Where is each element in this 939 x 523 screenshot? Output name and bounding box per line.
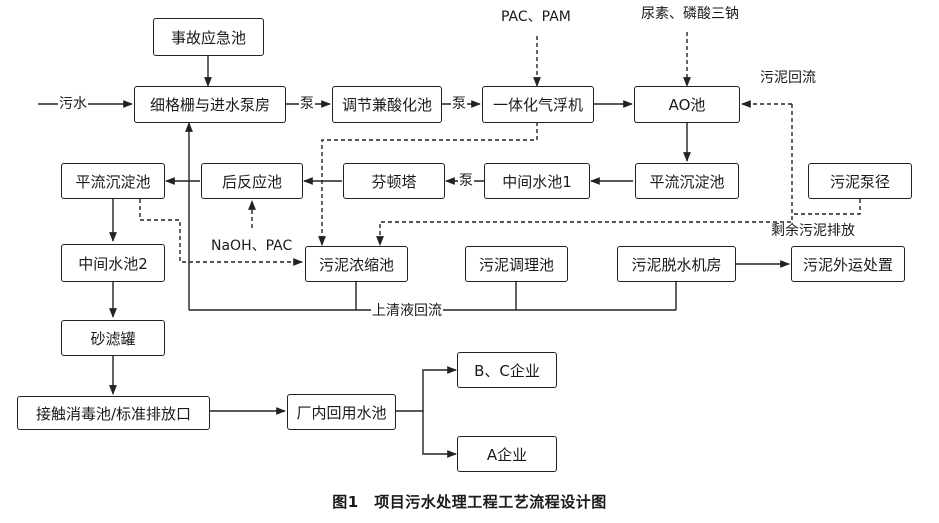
sand-filter-label: 砂滤罐	[90, 329, 136, 348]
arrow-excess-sludge	[376, 104, 793, 246]
fenton-label: 芬顿塔	[371, 172, 417, 191]
pump-label-2: 泵	[451, 96, 467, 112]
intermediate2-label: 中间水池2	[78, 254, 148, 273]
sludge-thickener-label: 污泥浓缩池	[318, 255, 394, 274]
a-enterprise-box: A企业	[457, 436, 557, 472]
supernatant-return-label: 上清液回流	[371, 303, 443, 319]
arrow-reuse-to-bc	[396, 366, 457, 412]
arrow-settling-sludge	[139, 199, 303, 266]
equalization-box: 调节兼酸化池	[332, 86, 442, 123]
sludge-pump-box: 污泥泵径	[808, 163, 912, 199]
emergency-pool-box: 事故应急池	[153, 18, 264, 56]
settling-left-label: 平流沉淀池	[75, 172, 151, 191]
naoh-pac-label: NaOH、PAC	[211, 238, 293, 254]
sludge-dewatering-box: 污泥脱水机房	[617, 246, 736, 282]
arrow-flotation-scum	[318, 122, 538, 246]
sand-filter-box: 砂滤罐	[61, 320, 165, 356]
settling-left-box: 平流沉淀池	[61, 163, 165, 199]
sludge-disposal-box: 污泥外运处置	[791, 246, 905, 282]
settling-right-label: 平流沉淀池	[649, 172, 725, 191]
sludge-dewatering-label: 污泥脱水机房	[631, 255, 722, 274]
flotation-box: 一体化气浮机	[482, 86, 594, 123]
sludge-conditioning-label: 污泥调理池	[478, 255, 554, 274]
figure-caption: 图1 项目污水处理工程工艺流程设计图	[332, 493, 607, 511]
pac-pam-label: PAC、PAM	[501, 9, 571, 25]
reuse-pool-box: 厂内回用水池	[287, 394, 396, 430]
ao-pool-label: AO池	[668, 96, 706, 114]
sludge-conditioning-box: 污泥调理池	[465, 246, 568, 282]
urea-label: 尿素、磷酸三钠	[641, 6, 739, 22]
fine-screen-box: 细格栅与进水泵房	[134, 86, 286, 123]
wastewater-label: 污水	[58, 96, 88, 112]
reuse-pool-label: 厂内回用水池	[296, 403, 387, 422]
bc-enterprise-label: B、C企业	[474, 361, 540, 380]
sludge-disposal-label: 污泥外运处置	[802, 255, 893, 274]
intermediate1-label: 中间水池1	[502, 172, 572, 191]
ao-pool-box: AO池	[634, 86, 740, 123]
flotation-label: 一体化气浮机	[492, 96, 583, 114]
excess-sludge-label: 剩余污泥排放	[770, 223, 856, 239]
sludge-thickener-box: 污泥浓缩池	[305, 246, 408, 282]
arrow-reuse-to-a	[422, 411, 457, 458]
post-reaction-label: 后反应池	[221, 172, 282, 191]
intermediate1-box: 中间水池1	[484, 163, 590, 199]
post-reaction-box: 后反应池	[201, 163, 303, 199]
fenton-box: 芬顿塔	[343, 163, 445, 199]
sludge-pump-label: 污泥泵径	[829, 172, 890, 191]
contact-disinfection-box: 接触消毒池/标准排放口	[17, 396, 210, 430]
intermediate2-box: 中间水池2	[61, 244, 165, 282]
bc-enterprise-box: B、C企业	[457, 352, 557, 388]
settling-right-box: 平流沉淀池	[635, 163, 739, 199]
sludge-return-label: 污泥回流	[760, 70, 816, 86]
a-enterprise-label: A企业	[486, 445, 528, 464]
emergency-pool-label: 事故应急池	[170, 28, 246, 47]
contact-disinfection-label: 接触消毒池/标准排放口	[35, 404, 192, 423]
fine-screen-label: 细格栅与进水泵房	[149, 96, 270, 114]
line-sludge-pump	[792, 199, 861, 215]
pump-label-3: 泵	[458, 173, 474, 189]
equalization-label: 调节兼酸化池	[341, 96, 432, 114]
pump-label-1: 泵	[299, 96, 315, 112]
